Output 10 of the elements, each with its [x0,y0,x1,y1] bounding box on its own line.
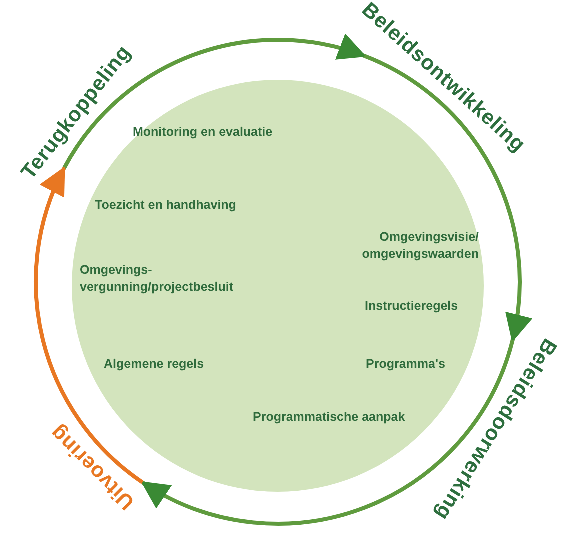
cycle-arrow [140,340,515,526]
cycle-arrow [364,54,532,342]
cycle-arrow [34,166,144,484]
item-label: Instructieregels [365,298,458,315]
item-label: Omgevingsvisie/ omgevingswaarden [361,229,479,263]
item-label: Toezicht en handhaving [95,197,236,214]
cycle-arrow [62,34,367,170]
item-label: Monitoring en evaluatie [133,124,274,141]
item-label: Algemene regels [104,356,204,373]
item-label: Programmatische aanpak [253,409,406,426]
